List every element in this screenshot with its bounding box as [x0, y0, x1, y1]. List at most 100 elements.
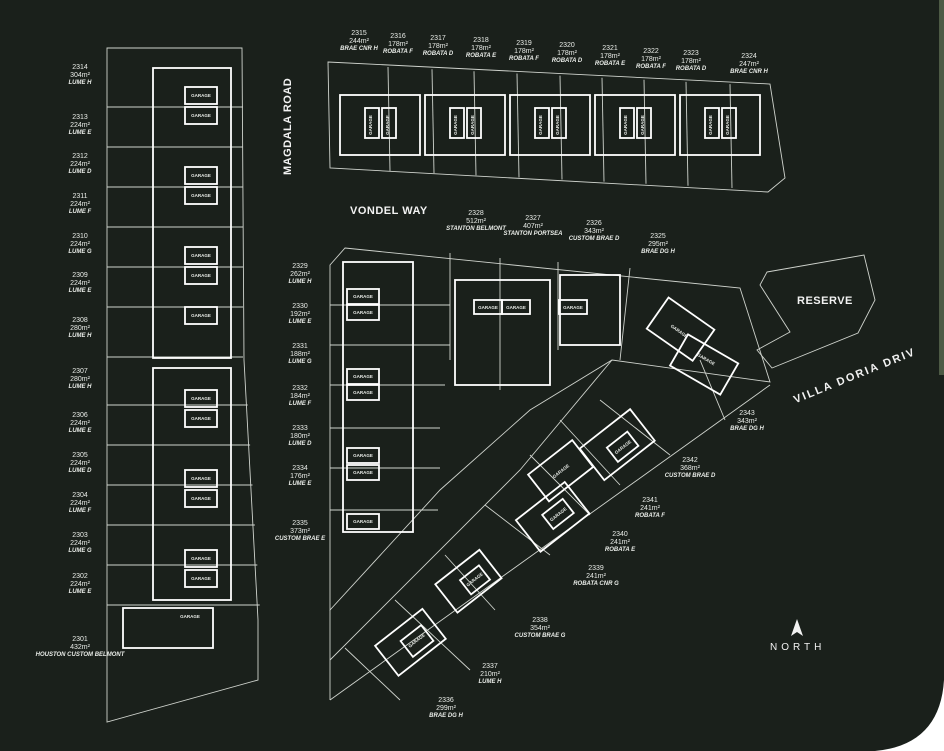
left-block-lots [106, 47, 260, 723]
lot-area: 224m² [70, 420, 90, 427]
lot-number: 2311 [72, 193, 88, 200]
lot-type: LUME F [68, 209, 92, 215]
svg-text:GARAGE: GARAGE [368, 115, 373, 135]
svg-text:GARAGE: GARAGE [353, 294, 373, 299]
lot-number: 2302 [72, 573, 88, 580]
lot-number: 2329 [292, 263, 308, 270]
lot-area: 176m² [290, 473, 310, 480]
lot-area: 224m² [70, 241, 90, 248]
lot-area: 304m² [70, 72, 90, 79]
garage-label: GARAGE [191, 416, 211, 421]
lot-number: 2338 [532, 617, 548, 624]
lot-area: 192m² [290, 311, 310, 318]
lot-type: LUME H [478, 679, 502, 685]
lot-area: 262m² [290, 271, 310, 278]
middle-block-lots [329, 247, 771, 612]
lot-area: 224m² [70, 540, 90, 547]
lot-type: LUME E [68, 130, 92, 136]
svg-text:GARAGE: GARAGE [623, 115, 628, 135]
lot-number: 2315 [351, 30, 367, 37]
lot-number: 2317 [430, 35, 446, 42]
lot-number: 2323 [683, 50, 699, 57]
middle-block-houses: GARAGEGARAGEGARAGEGARAGEGARAGEGARAGEGARA… [342, 261, 621, 533]
lot-number: 2320 [559, 42, 575, 49]
reserve-label: RESERVE [797, 295, 853, 307]
lot-number: 2313 [72, 114, 88, 121]
left-block-houses: GARAGEGARAGEGARAGEGARAGEGARAGEGARAGEGARA… [122, 67, 232, 649]
lot-type: BRAE CNR H [730, 69, 768, 75]
lot-type: LUME E [68, 428, 92, 434]
svg-text:GARAGE: GARAGE [725, 115, 730, 135]
north-arrow-icon [791, 619, 803, 636]
svg-text:GARAGE: GARAGE [353, 390, 373, 395]
lot-area: 178m² [600, 53, 620, 60]
lot-number: 2309 [72, 272, 88, 279]
garage-label: GARAGE [191, 556, 211, 561]
lot-type: LUME E [68, 288, 92, 294]
lot-type: ROBATA D [675, 66, 707, 72]
svg-text:GARAGE: GARAGE [708, 115, 713, 135]
lot-number: 2326 [586, 220, 602, 227]
lot-number: 2331 [292, 343, 308, 350]
lot-type: LUME E [288, 319, 312, 325]
lot-type: LUME G [68, 249, 92, 255]
lot-number: 2328 [468, 210, 484, 217]
lot-area: 299m² [436, 705, 456, 712]
lot-number: 2335 [292, 520, 308, 527]
lot-type: ROBATA E [604, 547, 636, 553]
svg-text:GARAGE: GARAGE [180, 614, 200, 619]
lot-type: LUME F [68, 508, 92, 514]
svg-text:GARAGE: GARAGE [555, 115, 560, 135]
lot-area: 295m² [648, 241, 668, 248]
lot-type: LUME E [68, 589, 92, 595]
svg-text:GARAGE: GARAGE [385, 115, 390, 135]
lot-number: 2334 [292, 465, 308, 472]
lot-type: CUSTOM BRAE G [514, 633, 566, 639]
